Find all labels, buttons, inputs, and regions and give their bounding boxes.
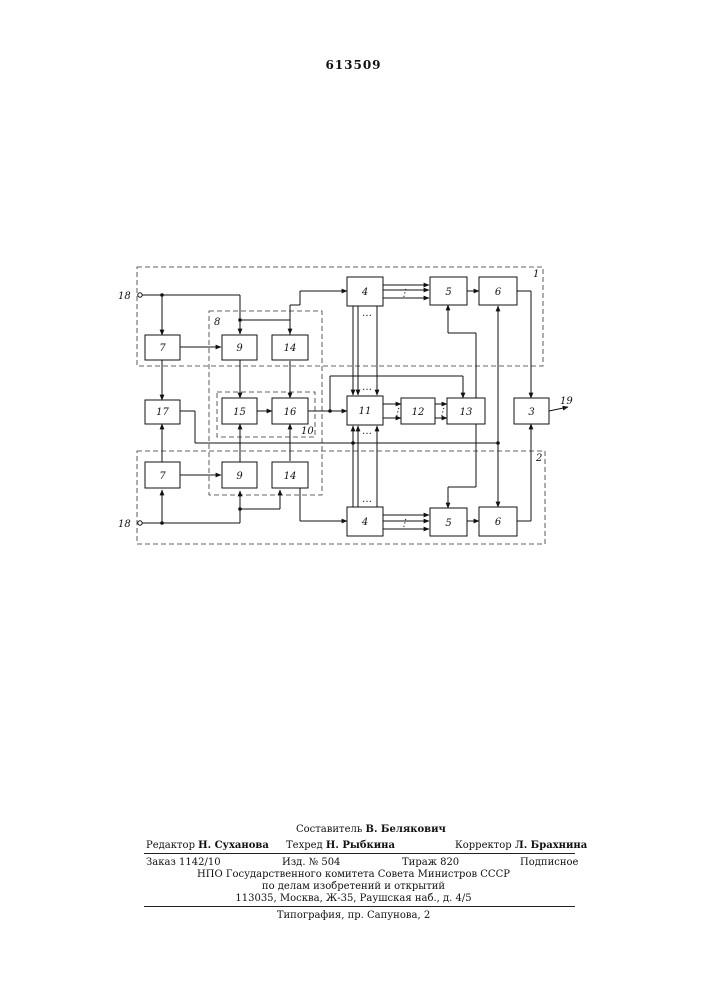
- corrector-credit: Корректор Л. Брахнина: [455, 840, 587, 851]
- group-10-label: 10: [301, 426, 314, 437]
- group-2-label: 2: [535, 453, 542, 464]
- edition-number: Изд. № 504: [282, 857, 340, 868]
- input-18-top-label: 18: [118, 291, 131, 302]
- block-13-label: 13: [460, 407, 473, 418]
- block-5-bottom-label: 5: [445, 518, 451, 529]
- block-4-top-label: 4: [361, 287, 368, 298]
- svg-text:⋮: ⋮: [437, 407, 447, 418]
- block-7-top-label: 7: [159, 343, 166, 354]
- order-number: Заказ 1142/10: [146, 857, 221, 868]
- block-15-label: 15: [233, 407, 246, 418]
- block-9-top-label: 9: [236, 343, 243, 354]
- block-12-label: 12: [412, 407, 425, 418]
- block-4-bottom-label: 4: [361, 517, 368, 528]
- printer: Типография, пр. Сапунова, 2: [0, 910, 707, 921]
- svg-text:⋮: ⋮: [399, 288, 409, 299]
- block-14-top-label: 14: [284, 343, 297, 354]
- block-6-top-label: 6: [495, 287, 502, 298]
- block-3-label: 3: [528, 407, 534, 418]
- input-18-bottom-label: 18: [118, 519, 131, 530]
- footer-rule-top: [144, 853, 575, 854]
- svg-text:…: …: [362, 426, 372, 437]
- terminal-18-bottom: [138, 521, 142, 525]
- circulation: Тираж 820: [402, 857, 459, 868]
- compiler-credit: Составитель В. Белякович: [296, 824, 446, 835]
- tech-credit: Техред Н. Рыбкина: [286, 840, 395, 851]
- editor-credit: Редактор Н. Суханова: [146, 840, 269, 851]
- block-14-bottom-label: 14: [284, 471, 297, 482]
- block-16-label: 16: [284, 407, 297, 418]
- group-1-label: 1: [533, 269, 539, 280]
- block-11-label: 11: [359, 406, 372, 417]
- svg-text:…: …: [362, 382, 372, 393]
- block-17-label: 17: [156, 407, 169, 418]
- terminal-18-top: [138, 293, 142, 297]
- org-line-1: НПО Государственного комитета Совета Мин…: [0, 869, 707, 880]
- org-address: 113035, Москва, Ж-35, Раушская наб., д. …: [0, 893, 707, 904]
- block-5-top-label: 5: [445, 287, 451, 298]
- subscription: Подписное: [520, 857, 578, 868]
- block-6-bottom-label: 6: [495, 517, 502, 528]
- group-8-label: 8: [214, 317, 220, 328]
- output-19-label: 19: [560, 396, 573, 407]
- org-line-2: по делам изобретений и открытий: [0, 881, 707, 892]
- svg-text:…: …: [362, 494, 372, 505]
- svg-text:⋮: ⋮: [399, 518, 409, 529]
- block-7-bottom-label: 7: [159, 471, 166, 482]
- svg-text:…: …: [362, 308, 372, 319]
- block-9-bottom-label: 9: [236, 471, 243, 482]
- footer-rule-bottom: [144, 906, 575, 907]
